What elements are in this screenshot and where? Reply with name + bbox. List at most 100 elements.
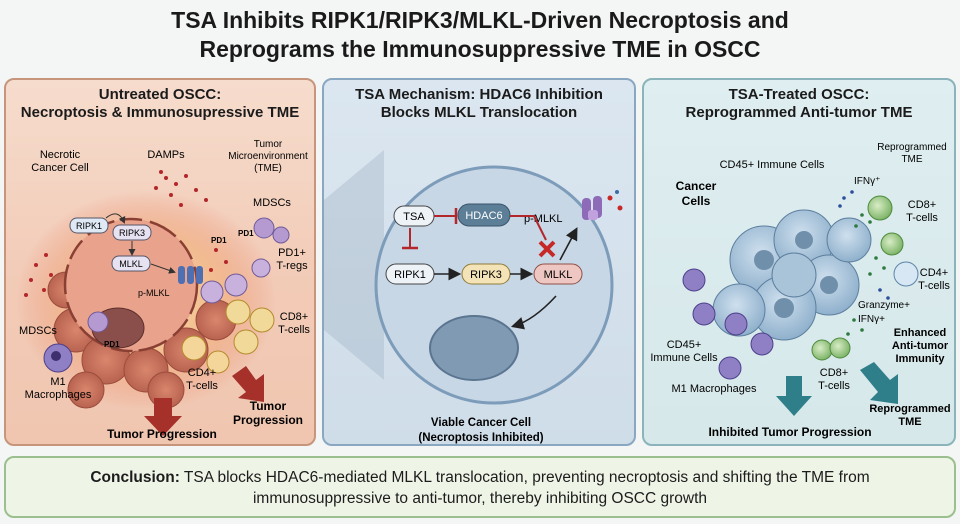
cd8-tcells	[225, 299, 275, 355]
tme-label-line1: Tumor	[254, 139, 283, 150]
untreated-illustration: RIPK1 RIPK3 MLKL p-MLKL	[16, 139, 310, 441]
main-title-line1: TSA Inhibits RIPK1/RIPK3/MLKL-Driven Nec…	[171, 7, 789, 33]
cd4-label-line1: CD4+	[920, 267, 948, 279]
reprogrammed-bottom-line1: Reprogrammed	[869, 403, 950, 415]
cd8-label-line1: CD8+	[908, 199, 936, 211]
panel-mechanism-title-line2: Blocks MLKL Translocation	[380, 104, 578, 121]
panel-mechanism-title: TSA Mechanism: HDAC6 Inhibition Blocks M…	[324, 86, 634, 122]
panel-untreated: Untreated OSCC: Necroptosis & Immunosupr…	[4, 78, 316, 446]
reprogrammed-label-line2: TME	[901, 154, 922, 165]
necrotic-label-line2: Cancer Cell	[31, 162, 88, 174]
panel-treated-title: TSA-Treated OSCC: Reprogrammed Anti-tumo…	[644, 86, 954, 122]
cd8-tcells	[867, 195, 904, 256]
mlkl-label: MLKL	[119, 259, 143, 269]
mlkl-node	[533, 263, 583, 285]
mdscs-top-label: MDSCs	[253, 197, 291, 209]
conclusion-box: Conclusion: TSA blocks HDAC6-mediated ML…	[4, 456, 956, 518]
cd8b-label-line2: T-cells	[818, 380, 850, 392]
conclusion-text2: immunosuppressive to anti-tumor, thereby…	[252, 490, 707, 507]
ripk1-label: RIPK1	[394, 269, 426, 281]
cd8-label-line2: T-cells	[906, 212, 938, 224]
m1-label-line1: M1	[50, 376, 65, 388]
cd45-top-label: CD45+ Immune Cells	[720, 159, 825, 171]
m1-macrophage-icon	[43, 343, 73, 373]
mechanism-illustration: TSA HDAC6 p-MLKL RIPK1 RIPK3 MLKL	[324, 150, 623, 444]
m1-label-line2: Macrophages	[25, 389, 92, 401]
panel-untreated-title-line1: Untreated OSCC:	[98, 86, 222, 103]
tumor-progression-label-left: Tumor Progression	[107, 427, 217, 441]
cd8-label-line1: CD8+	[280, 311, 308, 323]
panel-untreated-title: Untreated OSCC: Necroptosis & Immunosupr…	[6, 86, 314, 122]
ripk1-node	[69, 217, 109, 234]
cancer-cells-label-line1: Cancer	[676, 179, 717, 193]
tumor-progression-label-right-line1: Tumor	[250, 399, 287, 413]
ripk3-label: RIPK3	[119, 228, 145, 238]
tsa-label: TSA	[403, 211, 425, 223]
ifn-bottom-label: IFNγ+	[858, 314, 885, 325]
damps-label: DAMPs	[147, 149, 185, 161]
necrotic-label-line1: Necrotic	[40, 149, 81, 161]
zoom-cone	[324, 150, 384, 380]
conclusion-text1: TSA blocks HDAC6-mediated MLKL transloca…	[179, 469, 870, 486]
cd4-tcells	[181, 335, 230, 374]
cd4-label-line1: CD4+	[188, 367, 216, 379]
pd1-label-b: PD1	[238, 229, 254, 238]
pd1-label-c: PD1	[104, 340, 120, 349]
viable-cell-label-line1: Viable Cancer Cell	[431, 417, 531, 429]
m1-macrophages	[682, 268, 774, 380]
granzyme-dots	[846, 213, 886, 336]
ifn-dots	[838, 190, 890, 300]
pd1-tregs-cells	[200, 258, 271, 304]
ripk1-to-ripk3-arrow	[105, 213, 126, 224]
ripk3-label: RIPK3	[470, 269, 502, 281]
cd8-label-line2: T-cells	[278, 324, 310, 336]
reprogrammed-arrow	[860, 362, 898, 404]
tumor-progression-label-right-line2: Progression	[233, 413, 303, 427]
conclusion-line1: Conclusion: TSA blocks HDAC6-mediated ML…	[6, 467, 954, 488]
panel-mechanism-title-line1: TSA Mechanism: HDAC6 Inhibition	[355, 86, 603, 103]
cell-nucleus	[429, 315, 519, 381]
inhibited-progression-arrow	[776, 376, 812, 416]
cd4-label-line2: T-cells	[918, 280, 950, 292]
mdsc-cells	[87, 217, 290, 333]
inhibited-progression-label: Inhibited Tumor Progression	[708, 425, 871, 439]
cancer-cells-label-line2: Cells	[682, 194, 711, 208]
mlkl-pore-icon	[178, 266, 203, 284]
conclusion-label: Conclusion:	[90, 469, 180, 486]
mlkl-node	[111, 255, 151, 272]
panel-untreated-title-line2: Necroptosis & Immunosupressive TME	[20, 104, 300, 121]
mdscs-left-label: MDSCs	[19, 325, 57, 337]
pmlkl-label: p-MLKL	[524, 213, 563, 225]
granzyme-label: Granzyme+	[858, 300, 910, 311]
pd1-tregs-label-line1: PD1+	[278, 247, 306, 259]
hdac6-to-mlkl-line	[510, 215, 547, 241]
panel-treated-title-line1: TSA-Treated OSCC:	[728, 86, 870, 103]
mlkl-translocation-arrow	[559, 227, 578, 261]
tumor-mass	[47, 271, 237, 409]
ifn-top-label: IFNγ⁺	[854, 176, 880, 187]
enhanced-label-line3: Immunity	[896, 353, 946, 365]
cd45-left-label-line2: Immune Cells	[650, 352, 718, 364]
reprogrammed-bottom-line2: TME	[898, 416, 921, 428]
main-title: TSA Inhibits RIPK1/RIPK3/MLKL-Driven Nec…	[0, 6, 960, 64]
panel-mechanism: TSA Mechanism: HDAC6 Inhibition Blocks M…	[322, 78, 636, 446]
enhanced-label-line1: Enhanced	[894, 327, 947, 339]
damps-dots	[24, 170, 228, 297]
panel-treated-title-line2: Reprogrammed Anti-tumor TME	[685, 104, 913, 121]
tumor-progression-arrow-left	[144, 398, 182, 436]
pmlkl-label: p-MLKL	[138, 288, 170, 298]
mlkl-label: MLKL	[544, 269, 573, 281]
m1-label: M1 Macrophages	[672, 383, 757, 395]
tme-label-line3: (TME)	[254, 163, 282, 174]
mlkl-to-pmlkl-arrow	[150, 263, 176, 274]
tme-label-line2: Microenvironment	[228, 151, 308, 162]
mlkl-to-nucleus-arrow	[510, 295, 557, 330]
treated-illustration: CD45+ Immune Cells Reprogrammed TME IFNγ…	[650, 142, 950, 439]
main-title-line2: Reprograms the Immunosuppressive TME in …	[199, 36, 761, 62]
pd1-tregs-label-line2: T-regs	[276, 260, 308, 272]
blocked-x-icon	[538, 240, 556, 258]
cd4-label-line2: T-cells	[186, 380, 218, 392]
ripk1-label: RIPK1	[76, 221, 102, 231]
enhanced-label-line2: Anti-tumor	[892, 340, 949, 352]
mlkl-pore-icon	[582, 190, 623, 220]
